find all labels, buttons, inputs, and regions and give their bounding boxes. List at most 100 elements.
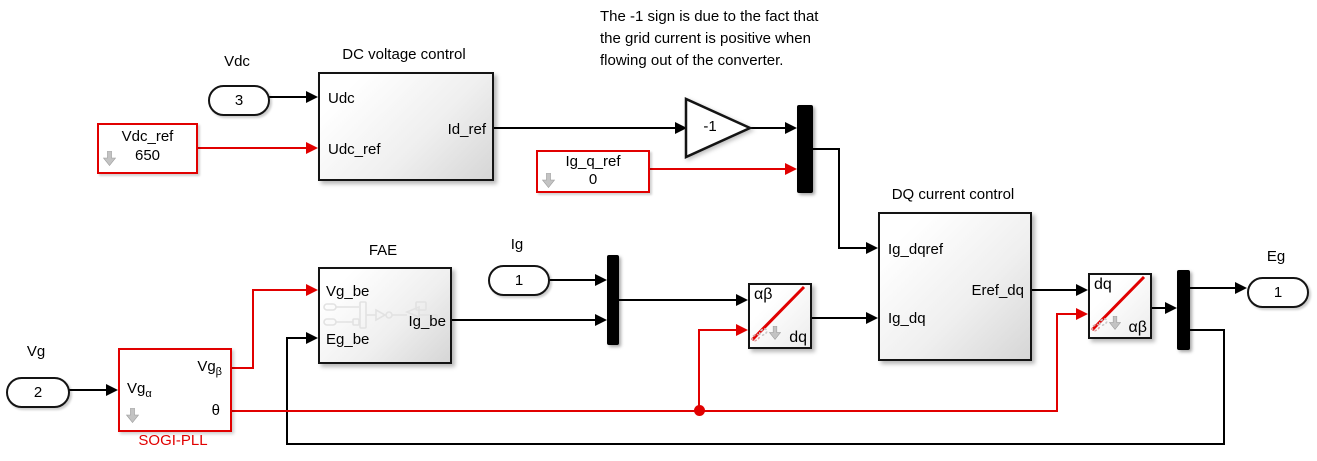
port-label: θ	[211, 402, 220, 419]
port-label: Vg_be	[326, 283, 370, 300]
signal-line[interactable]	[619, 299, 738, 301]
signal-line[interactable]	[286, 443, 1225, 445]
arrowhead-icon	[866, 242, 878, 254]
transform-from-label: αβ	[754, 286, 773, 303]
annotation-line: The -1 sign is due to the fact that	[600, 8, 819, 25]
signal-line[interactable]	[286, 337, 288, 445]
block-fae[interactable]: Vg_be Eg_be Ig_be	[318, 267, 452, 364]
arrowhead-icon	[1165, 302, 1177, 314]
down-arrow-badge-icon	[102, 150, 117, 171]
block-title-dq-current-control: DQ current control	[891, 186, 1015, 203]
arrowhead-icon	[306, 142, 318, 154]
signal-line[interactable]	[813, 148, 840, 150]
gain-block[interactable]: -1	[684, 97, 754, 166]
signal-line-red[interactable]	[1056, 313, 1058, 412]
constant-value: 0	[588, 171, 598, 188]
mux-bar[interactable]	[797, 105, 813, 193]
arrowhead-icon	[595, 314, 607, 326]
signal-line[interactable]	[1190, 287, 1237, 289]
port-label: Vgβ	[197, 358, 222, 378]
signal-line[interactable]	[546, 279, 597, 281]
signal-line-red[interactable]	[650, 168, 787, 170]
arrowhead-icon	[306, 91, 318, 103]
outport-label: Eg	[1266, 248, 1286, 265]
constant-vdc-ref[interactable]: Vdc_ref 650	[97, 123, 198, 174]
arrowhead-icon	[1076, 308, 1088, 320]
inport-vg[interactable]: 2	[6, 377, 70, 408]
signal-line[interactable]	[838, 247, 868, 249]
block-dc-voltage-control[interactable]: Udc Udc_ref Id_ref	[318, 72, 494, 181]
constant-ig-q-ref[interactable]: Ig_q_ref 0	[536, 150, 650, 193]
inport-number: 2	[33, 384, 43, 401]
arrowhead-icon	[306, 284, 318, 296]
arrowhead-icon	[1235, 282, 1247, 294]
transform-to-label: αβ	[1128, 319, 1147, 336]
inport-number: 1	[514, 272, 524, 289]
annotation-text[interactable]: The -1 sign is due to the fact that the …	[600, 6, 818, 72]
signal-line[interactable]	[286, 337, 308, 339]
signal-line-red[interactable]	[252, 289, 254, 369]
inport-vdc[interactable]: 3	[208, 85, 270, 116]
arrowhead-icon	[106, 384, 118, 396]
signal-line-red[interactable]	[228, 367, 254, 369]
signal-line[interactable]	[1028, 289, 1078, 291]
block-sogi-pll[interactable]: Vgα Vgβ θ	[118, 348, 232, 432]
signal-line-red[interactable]	[252, 289, 308, 291]
signal-line-red[interactable]	[228, 410, 1058, 412]
arrowhead-icon	[736, 324, 748, 336]
signal-line-red[interactable]	[698, 329, 738, 331]
transform-to-label: dq	[789, 329, 807, 346]
signal-line[interactable]	[808, 317, 868, 319]
signal-line[interactable]	[838, 148, 840, 249]
demux-bar[interactable]	[1177, 270, 1190, 350]
inport-label: Ig	[510, 236, 524, 253]
mux-bar[interactable]	[607, 255, 619, 345]
signal-line[interactable]	[749, 127, 787, 129]
signal-line[interactable]	[448, 319, 597, 321]
port-label: Eg_be	[326, 331, 370, 348]
block-dq-to-alphabeta[interactable]: dq αβ	[1088, 273, 1152, 339]
branch-point	[694, 405, 705, 416]
port-label: Udc	[328, 90, 355, 107]
arrowhead-icon	[866, 312, 878, 324]
port-label: Udc_ref	[328, 141, 381, 158]
arrowhead-icon	[675, 122, 687, 134]
transform-from-label: dq	[1094, 276, 1112, 293]
down-arrow-badge-icon	[768, 325, 782, 345]
signal-line[interactable]	[265, 96, 308, 98]
broken-link-icon	[751, 327, 768, 347]
port-label: Ig_dqref	[888, 241, 944, 258]
outport-number: 1	[1273, 284, 1283, 301]
inport-label: Vdc	[224, 53, 250, 70]
signal-line-red[interactable]	[198, 147, 308, 149]
arrowhead-icon	[306, 332, 318, 344]
port-label: Eref_dq	[971, 282, 1024, 299]
arrowhead-icon	[785, 163, 797, 175]
gain-value: -1	[703, 118, 717, 135]
outport-eg[interactable]: 1	[1247, 277, 1309, 308]
block-contents-watermark	[323, 301, 445, 334]
inport-ig[interactable]: 1	[488, 265, 550, 296]
port-label: Vgα	[127, 380, 152, 400]
block-title-fae: FAE	[368, 242, 398, 259]
signal-line[interactable]	[1148, 307, 1167, 309]
signal-line[interactable]	[1190, 329, 1225, 331]
constant-value: 650	[134, 147, 161, 164]
block-alphabeta-to-dq[interactable]: αβ dq	[748, 283, 812, 349]
port-label: Ig_be	[408, 313, 446, 330]
signal-line[interactable]	[490, 127, 677, 129]
signal-line-red[interactable]	[1056, 313, 1078, 315]
port-label: Id_ref	[447, 121, 486, 138]
block-title-dc-voltage-control: DC voltage control	[342, 46, 466, 63]
signal-line[interactable]	[66, 389, 108, 391]
block-title-sogi-pll: SOGI-PLL	[138, 432, 208, 449]
inport-number: 3	[234, 92, 244, 109]
signal-line[interactable]	[1223, 329, 1225, 445]
annotation-line: the grid current is positive when	[600, 30, 811, 47]
signal-line-red[interactable]	[698, 329, 700, 412]
down-arrow-badge-icon	[1108, 315, 1122, 335]
block-dq-current-control[interactable]: Ig_dqref Ig_dq Eref_dq	[878, 212, 1032, 361]
down-arrow-badge-icon	[125, 407, 140, 428]
constant-name: Ig_q_ref	[565, 153, 621, 170]
